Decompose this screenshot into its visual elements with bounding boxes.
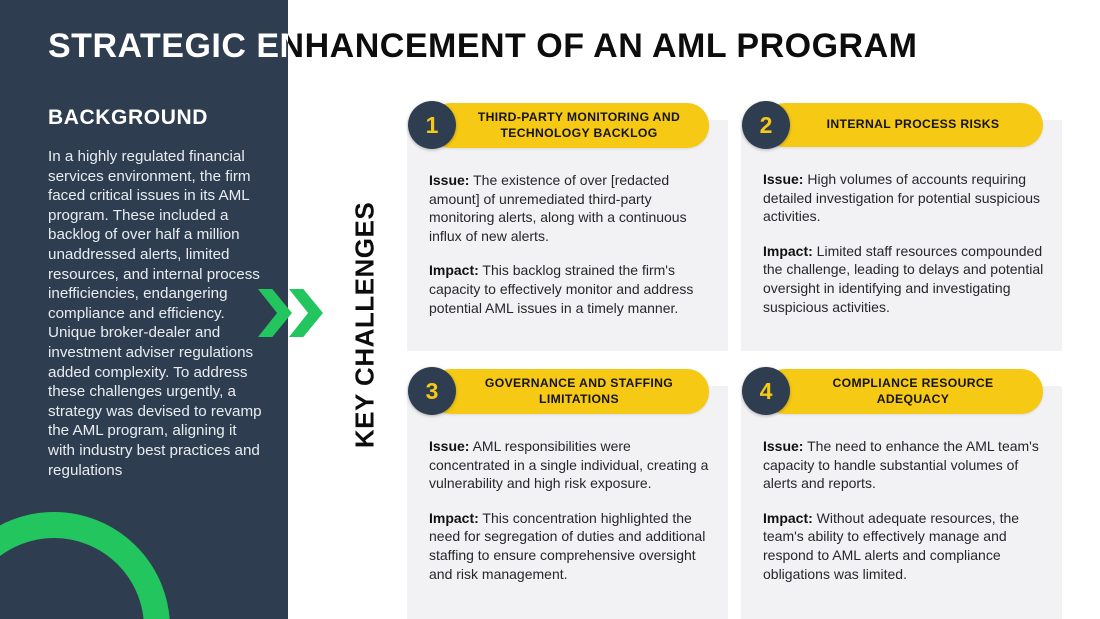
challenge-card-1-issue-label: Issue: bbox=[429, 172, 470, 188]
challenge-card-3-impact: Impact: This concentration highlighted t… bbox=[429, 509, 712, 583]
challenge-card-1: 1 THIRD-PARTY MONITORING AND TECHNOLOGY … bbox=[407, 101, 728, 351]
challenge-card-4-title: COMPLIANCE RESOURCE ADEQUACY bbox=[832, 376, 994, 406]
challenge-card-4-header: 4 COMPLIANCE RESOURCE ADEQUACY bbox=[742, 367, 1043, 415]
key-challenges-label: KEY CHALLENGES bbox=[343, 175, 387, 475]
challenge-card-3-impact-text: This concentration highlighted the need … bbox=[429, 509, 706, 582]
challenge-card-1-header: 1 THIRD-PARTY MONITORING AND TECHNOLOGY … bbox=[408, 101, 709, 149]
challenge-card-2-impact-text: Limited staff resources compounded the c… bbox=[763, 242, 1044, 315]
challenge-card-1-number-badge: 1 bbox=[408, 101, 456, 149]
challenge-card-1-text: Issue: The existence of over [redacted a… bbox=[407, 148, 728, 317]
challenge-card-4-issue-label: Issue: bbox=[763, 438, 804, 454]
challenge-card-1-issue: Issue: The existence of over [redacted a… bbox=[429, 171, 712, 245]
challenge-card-3-issue-label: Issue: bbox=[429, 438, 470, 454]
challenge-card-4: 4 COMPLIANCE RESOURCE ADEQUACY Issue: Th… bbox=[741, 367, 1062, 619]
challenge-card-2: 2 INTERNAL PROCESS RISKS Issue: High vol… bbox=[741, 101, 1062, 351]
challenge-cards-grid: 1 THIRD-PARTY MONITORING AND TECHNOLOGY … bbox=[407, 101, 1065, 619]
challenge-card-4-impact-label: Impact: bbox=[763, 509, 813, 526]
challenge-card-4-impact-text: Without adequate resources, the team's a… bbox=[763, 509, 1020, 582]
challenge-card-2-issue: Issue: High volumes of accounts requirin… bbox=[763, 170, 1046, 226]
background-heading: BACKGROUND bbox=[48, 106, 208, 129]
challenge-card-4-issue-text: The need to enhance the AML team's capac… bbox=[763, 438, 1039, 492]
challenge-card-2-title: INTERNAL PROCESS RISKS bbox=[826, 117, 1000, 132]
challenge-card-3-impact-label: Impact: bbox=[429, 509, 479, 526]
challenge-card-1-issue-text: The existence of over [redacted amount] … bbox=[429, 172, 687, 244]
challenge-card-2-body bbox=[741, 120, 1062, 351]
challenge-card-2-header: 2 INTERNAL PROCESS RISKS bbox=[742, 101, 1043, 149]
challenge-card-2-issue-label: Issue: bbox=[763, 171, 804, 187]
challenge-card-2-issue-text: High volumes of accounts requiring detai… bbox=[763, 171, 1041, 225]
challenge-card-3: 3 GOVERNANCE AND STAFFING LIMITATIONS Is… bbox=[407, 367, 728, 619]
challenge-card-1-impact: Impact: This backlog strained the firm's… bbox=[429, 261, 712, 317]
challenge-card-1-title: THIRD-PARTY MONITORING AND TECHNOLOGY BA… bbox=[477, 110, 681, 140]
challenge-card-3-issue: Issue: AML responsibilities were concent… bbox=[429, 437, 712, 493]
challenge-card-1-impact-text: This backlog strained the firm's capacit… bbox=[429, 262, 694, 316]
challenge-card-4-number-badge: 4 bbox=[742, 367, 790, 415]
challenge-card-2-impact-label: Impact: bbox=[763, 242, 813, 259]
challenge-card-1-impact-label: Impact: bbox=[429, 262, 479, 279]
challenge-card-1-body bbox=[407, 120, 728, 351]
challenge-card-3-number-badge: 3 bbox=[408, 367, 456, 415]
chevron-right-icon-1 bbox=[258, 289, 292, 337]
challenge-card-3-issue-text: AML responsibilities were concentrated i… bbox=[429, 438, 709, 492]
chevron-right-icon-2 bbox=[289, 289, 323, 337]
challenge-card-3-header: 3 GOVERNANCE AND STAFFING LIMITATIONS bbox=[408, 367, 709, 415]
left-navy-panel bbox=[0, 0, 288, 619]
challenge-card-2-text: Issue: High volumes of accounts requirin… bbox=[741, 147, 1062, 316]
challenge-card-3-body bbox=[407, 386, 728, 619]
key-challenges-label-text: KEY CHALLENGES bbox=[349, 201, 380, 449]
challenge-card-2-number-badge: 2 bbox=[742, 101, 790, 149]
challenge-card-3-title: GOVERNANCE AND STAFFING LIMITATIONS bbox=[484, 376, 674, 406]
challenge-card-4-text: Issue: The need to enhance the AML team'… bbox=[741, 414, 1062, 583]
background-body-text: In a highly regulated financial services… bbox=[48, 148, 262, 479]
challenge-card-3-text: Issue: AML responsibilities were concent… bbox=[407, 414, 728, 583]
green-ring-decoration bbox=[0, 512, 170, 619]
challenge-card-4-impact: Impact: Without adequate resources, the … bbox=[763, 509, 1046, 583]
chevron-right-icon bbox=[258, 289, 338, 337]
challenge-card-4-issue: Issue: The need to enhance the AML team'… bbox=[763, 437, 1046, 493]
challenge-card-4-body bbox=[741, 386, 1062, 619]
challenge-card-2-impact: Impact: Limited staff resources compound… bbox=[763, 242, 1046, 316]
